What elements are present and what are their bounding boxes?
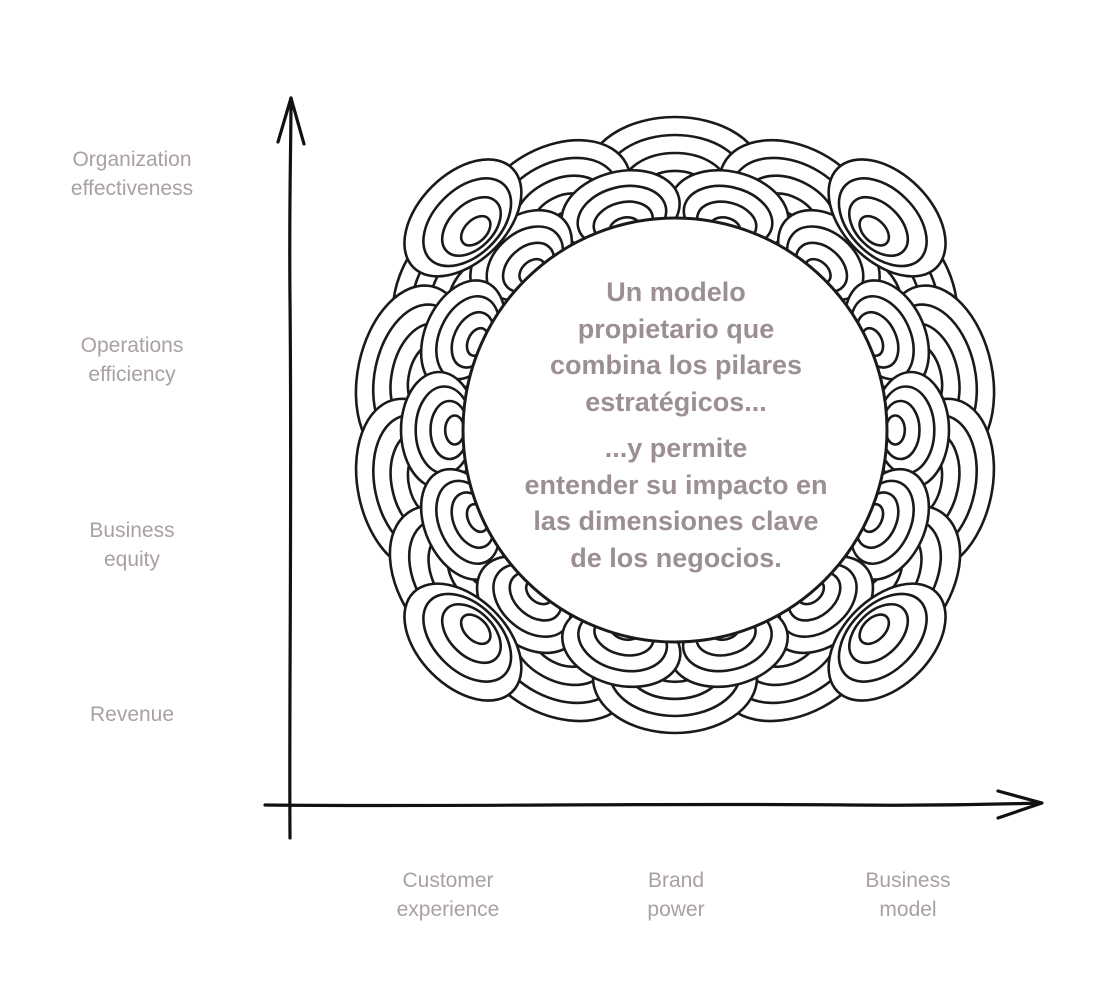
- petal: [403, 158, 523, 278]
- petal: [399, 370, 479, 490]
- y-label-revenue: Revenue: [89, 703, 175, 726]
- petal-ring: [858, 613, 891, 646]
- center-text-part1: Un modelo propietario que combina los pi…: [549, 277, 803, 417]
- petal: [827, 582, 947, 702]
- y-axis-arrowhead: [276, 96, 306, 146]
- y-label-organization-effectiveness: Organization effectiveness: [70, 148, 194, 200]
- x-label-brand-power: Brand power: [647, 869, 705, 921]
- petal-ring: [443, 414, 466, 446]
- center-circle: [461, 216, 889, 644]
- x-label-customer-experience: Customer experience: [396, 869, 500, 921]
- petal-ring: [858, 214, 891, 247]
- x-label-business-model: Business model: [865, 869, 951, 921]
- y-label-business-equity: Business equity: [89, 519, 175, 571]
- petal-ring: [884, 414, 907, 446]
- x-axis-arrowhead: [996, 789, 1044, 820]
- petal-ring: [459, 613, 492, 646]
- petal: [827, 158, 947, 278]
- petal-ring: [459, 214, 492, 247]
- x-axis-line: [263, 801, 1042, 808]
- petal: [403, 582, 523, 702]
- y-axis-line: [288, 96, 293, 840]
- center-text-part2: ...y permite entender su impacto en las …: [524, 433, 828, 573]
- y-label-operations-efficiency: Operations efficiency: [80, 334, 184, 386]
